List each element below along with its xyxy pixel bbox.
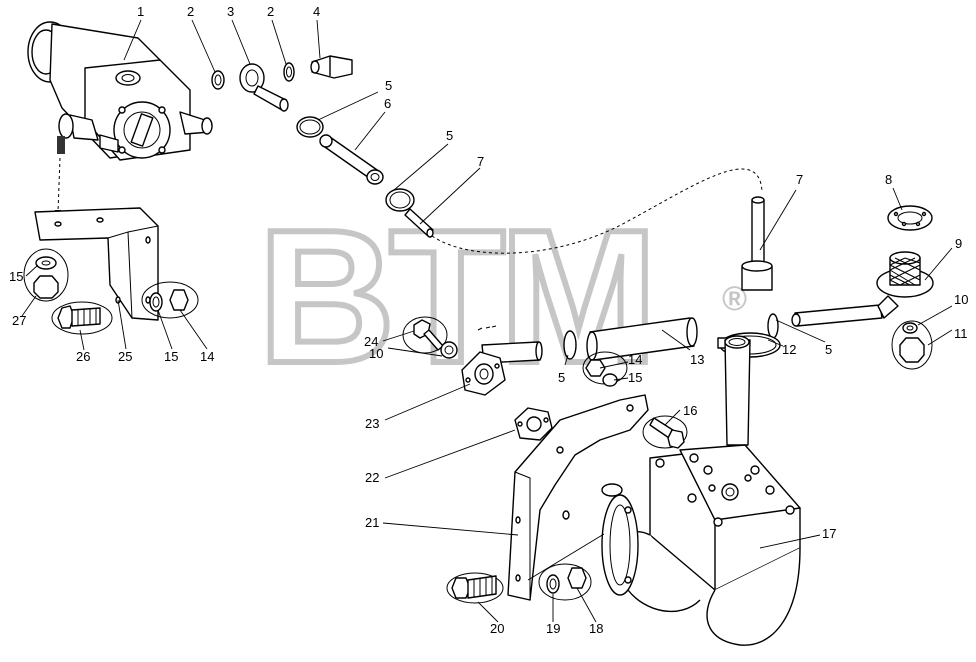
part-19-18-washer-nut xyxy=(538,563,592,601)
callout-18: 18 xyxy=(589,621,603,636)
pipe-right xyxy=(791,295,899,327)
part-5-clamp-a xyxy=(296,116,324,138)
callout-3: 3 xyxy=(227,4,234,19)
part-7-pipe-b xyxy=(741,196,773,291)
part-5-clamp-b xyxy=(385,188,415,212)
callout-11: 11 xyxy=(954,326,968,341)
part-24-bolt xyxy=(402,316,448,354)
part-14-15-mid xyxy=(582,351,628,387)
callout-10a: 10 xyxy=(954,292,968,307)
callout-15b: 15 xyxy=(9,269,23,284)
callout-23: 23 xyxy=(365,416,379,431)
callout-25: 25 xyxy=(118,349,132,364)
callout-6: 6 xyxy=(384,96,391,111)
callout-4: 4 xyxy=(313,4,320,19)
callout-27: 27 xyxy=(12,313,26,328)
part-7-pipe-a xyxy=(404,208,434,238)
part-2-washer-a xyxy=(211,70,225,90)
callout-5b: 5 xyxy=(446,128,453,143)
callout-12: 12 xyxy=(782,342,796,357)
callout-2b: 2 xyxy=(267,4,274,19)
part-9-filter xyxy=(876,251,934,298)
leader-lines xyxy=(21,19,953,623)
callout-21: 21 xyxy=(365,515,379,530)
part-4-banjo-bolt xyxy=(310,55,353,79)
callout-13: 13 xyxy=(690,352,704,367)
callout-5d: 5 xyxy=(558,370,565,385)
callout-7a: 7 xyxy=(477,154,484,169)
part-11-nut-right xyxy=(891,320,933,370)
part-5-clamp-c xyxy=(767,313,779,339)
part-13-hose xyxy=(586,317,698,361)
callout-7b: 7 xyxy=(796,172,803,187)
callout-10b: 10 xyxy=(369,346,383,361)
part-17-gearbox xyxy=(601,335,801,646)
callout-14a: 14 xyxy=(628,352,642,367)
part-23-flange xyxy=(461,351,506,396)
part-8-gasket xyxy=(887,205,933,231)
part-15-14-left xyxy=(141,281,199,319)
callout-5a: 5 xyxy=(385,78,392,93)
part-10-washer-right xyxy=(902,322,918,334)
callout-26: 26 xyxy=(76,349,90,364)
part-5-clamp-d xyxy=(563,330,577,360)
callout-8: 8 xyxy=(885,172,892,187)
callout-5c: 5 xyxy=(825,342,832,357)
callout-9: 9 xyxy=(955,236,962,251)
callout-15c: 15 xyxy=(164,349,178,364)
callout-17: 17 xyxy=(822,526,836,541)
part-3-banjo-fitting xyxy=(239,63,289,112)
callout-19: 19 xyxy=(546,621,560,636)
callout-1: 1 xyxy=(137,4,144,19)
part-6-hose xyxy=(319,134,384,185)
part-26-bolt xyxy=(51,301,113,335)
part-21-bracket xyxy=(507,394,649,601)
part-20-bolt xyxy=(446,572,504,604)
callout-2a: 2 xyxy=(187,4,194,19)
part-1-pump xyxy=(27,21,213,161)
part-10-washer-mid xyxy=(440,341,458,359)
part-22-flange xyxy=(514,407,553,441)
callout-20: 20 xyxy=(490,621,504,636)
callout-labels: 1 2 3 2 4 5 6 5 7 7 8 9 10 11 5 12 13 14… xyxy=(9,4,968,636)
callout-22: 22 xyxy=(365,470,379,485)
callout-14b: 14 xyxy=(200,349,214,364)
callout-24: 24 xyxy=(364,334,378,349)
part-16-bolt xyxy=(642,415,688,449)
callout-15a: 15 xyxy=(628,370,642,385)
part-2-washer-b xyxy=(283,62,295,82)
callout-16: 16 xyxy=(683,403,697,418)
part-15-27-left xyxy=(23,248,69,302)
